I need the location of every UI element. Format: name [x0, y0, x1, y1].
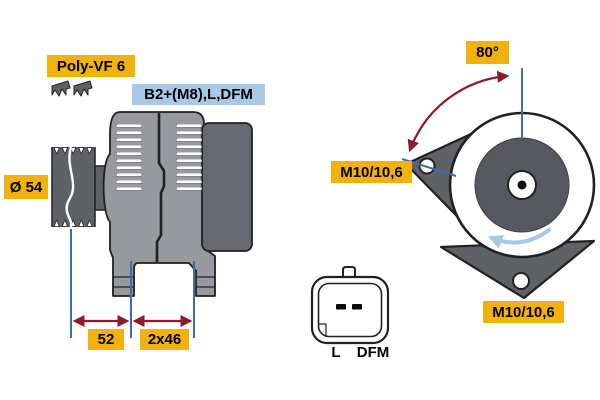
- alternator-body: [102, 111, 253, 297]
- housing-divider: [155, 113, 166, 262]
- counterclockwise-arrow-icon: [487, 228, 551, 249]
- connector-pins: [336, 304, 362, 310]
- v-ribbed-belt-icon: [51, 80, 71, 97]
- vent-slots: [116, 124, 202, 193]
- terminal-label: B2+(M8),L,DFM: [132, 84, 265, 105]
- shaft-center-dot: [517, 180, 527, 190]
- pulley-diameter-label: Ø 54: [4, 175, 48, 199]
- rear-cover-block: [201, 122, 253, 252]
- mount-lower-label: M10/10,6: [483, 301, 564, 323]
- angle-label: 80°: [466, 41, 509, 64]
- pulley: [51, 146, 96, 228]
- lower-bolt-hole: [512, 272, 530, 290]
- belt-profile-icons: [51, 80, 93, 97]
- v-ribbed-belt-icon: [73, 80, 93, 97]
- dim-52-label: 52: [88, 329, 124, 350]
- dim-2x46-label: 2x46: [140, 329, 189, 350]
- connector-pin-l-label: L: [331, 344, 341, 361]
- belt-type-label: Poly-VF 6: [47, 55, 135, 77]
- mount-upper-label: M10/10,6: [331, 161, 412, 183]
- connector-pin-dfm-label: DFM: [356, 344, 390, 361]
- angle-arc-double-arrow-icon: [407, 70, 510, 153]
- break-line: [65, 146, 75, 228]
- dimension-lines: [70, 229, 195, 338]
- connector-tab: [342, 266, 356, 278]
- connector-outline: [310, 266, 390, 345]
- rear-view: [401, 68, 596, 300]
